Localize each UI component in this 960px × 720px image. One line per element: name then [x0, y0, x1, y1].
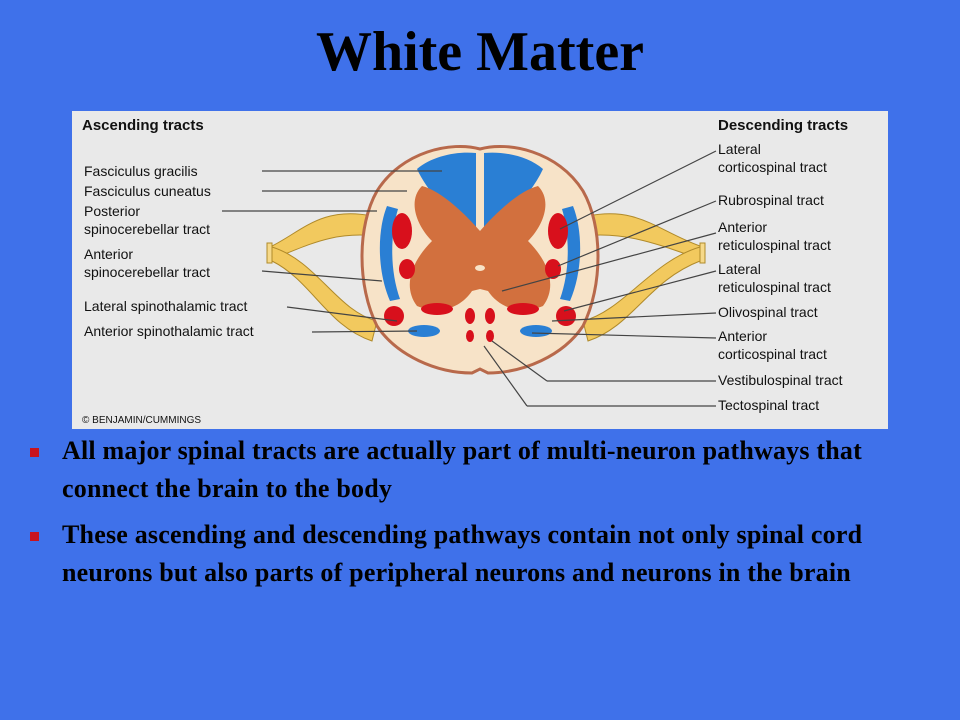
bullet-text: These ascending and descending pathways …	[62, 520, 863, 587]
label-anterior-spinocerebellar: spinocerebellar tract	[84, 264, 210, 280]
label-olivospinal: Olivospinal tract	[718, 304, 818, 320]
label-lateral-corticospinal: corticospinal tract	[718, 159, 827, 175]
label-anterior-1: Anterior	[718, 219, 767, 235]
label-posterior: Posterior	[84, 203, 140, 219]
leader-lines-right	[483, 150, 717, 407]
spinal-cord-cross-section-figure: Ascending tracts Descending tracts Fasci…	[72, 111, 888, 429]
label-vestibulospinal: Vestibulospinal tract	[718, 372, 843, 388]
label-anterior-2: Anterior	[718, 328, 767, 344]
bullet-list: All major spinal tracts are actually par…	[30, 432, 940, 600]
label-fasciculus-cuneatus: Fasciculus cuneatus	[84, 183, 211, 199]
label-lateral-2: Lateral	[718, 261, 761, 277]
gray-matter	[409, 186, 551, 311]
label-fasciculus-gracilis: Fasciculus gracilis	[84, 163, 198, 179]
bullet-square-icon	[30, 532, 39, 541]
descending-tracts-header: Descending tracts	[718, 117, 848, 134]
figure-credit: © BENJAMIN/CUMMINGS	[82, 415, 201, 426]
leader-lines-left	[222, 170, 442, 333]
label-lateral-1: Lateral	[718, 141, 761, 157]
label-anterior: Anterior	[84, 246, 133, 262]
bullet-text: All major spinal tracts are actually par…	[62, 436, 862, 503]
spinal-cord-diagram: Ascending tracts Descending tracts Fasci…	[82, 117, 848, 426]
slide-title: White Matter	[315, 21, 645, 83]
bullet-square-icon	[30, 448, 39, 457]
label-posterior-spinocerebellar: spinocerebellar tract	[84, 221, 210, 237]
label-rubrospinal: Rubrospinal tract	[718, 192, 824, 208]
label-anterior-reticulospinal: reticulospinal tract	[718, 237, 831, 253]
label-lateral-reticulospinal: reticulospinal tract	[718, 279, 831, 295]
label-anterior-spinothalamic: Anterior spinothalamic tract	[84, 323, 254, 339]
bullet-item: All major spinal tracts are actually par…	[30, 432, 940, 508]
bullet-item: These ascending and descending pathways …	[30, 516, 940, 592]
label-anterior-corticospinal: corticospinal tract	[718, 346, 827, 362]
ascending-tracts-header: Ascending tracts	[82, 117, 204, 134]
label-lateral-spinothalamic: Lateral spinothalamic tract	[84, 298, 248, 314]
label-tectospinal: Tectospinal tract	[718, 397, 819, 413]
